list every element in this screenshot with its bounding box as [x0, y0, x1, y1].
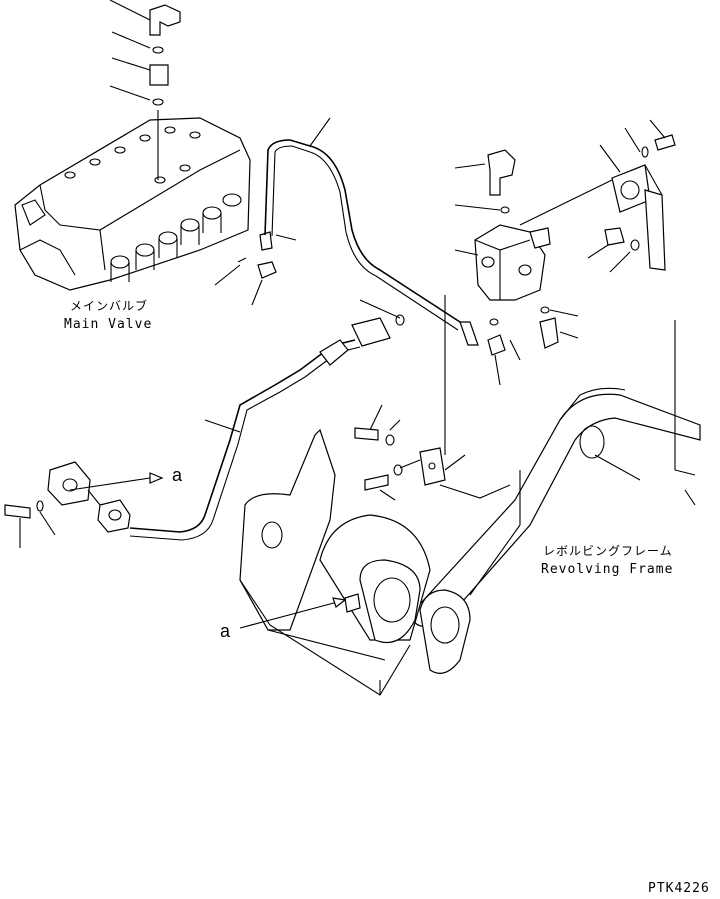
hose-clamp-lower-left — [4, 461, 164, 548]
main-valve-label-en: Main Valve — [64, 317, 153, 332]
pilot-hose-upper — [264, 117, 479, 346]
main-valve — [14, 117, 251, 291]
callout-a-lower: a — [220, 621, 231, 641]
callout-a-upper: a — [172, 465, 183, 485]
swivel-valve-block — [454, 149, 579, 386]
revolving-frame-label-jp: レボルビングフレーム — [543, 544, 673, 558]
revolving-frame-label-en: Revolving Frame — [541, 562, 674, 577]
pilot-hose-lower — [129, 314, 405, 541]
valve-mounting-plate — [354, 295, 511, 501]
main-valve-fittings — [109, 0, 181, 180]
main-valve-label-jp: メインバルブ — [70, 299, 149, 313]
drawing-code: PTK4226 — [648, 881, 710, 896]
main-valve-tee-fitting — [214, 231, 277, 306]
callout-arrow-a-lower — [239, 597, 347, 629]
valve-mounting-bracket — [519, 119, 676, 273]
revolving-frame — [239, 320, 701, 696]
